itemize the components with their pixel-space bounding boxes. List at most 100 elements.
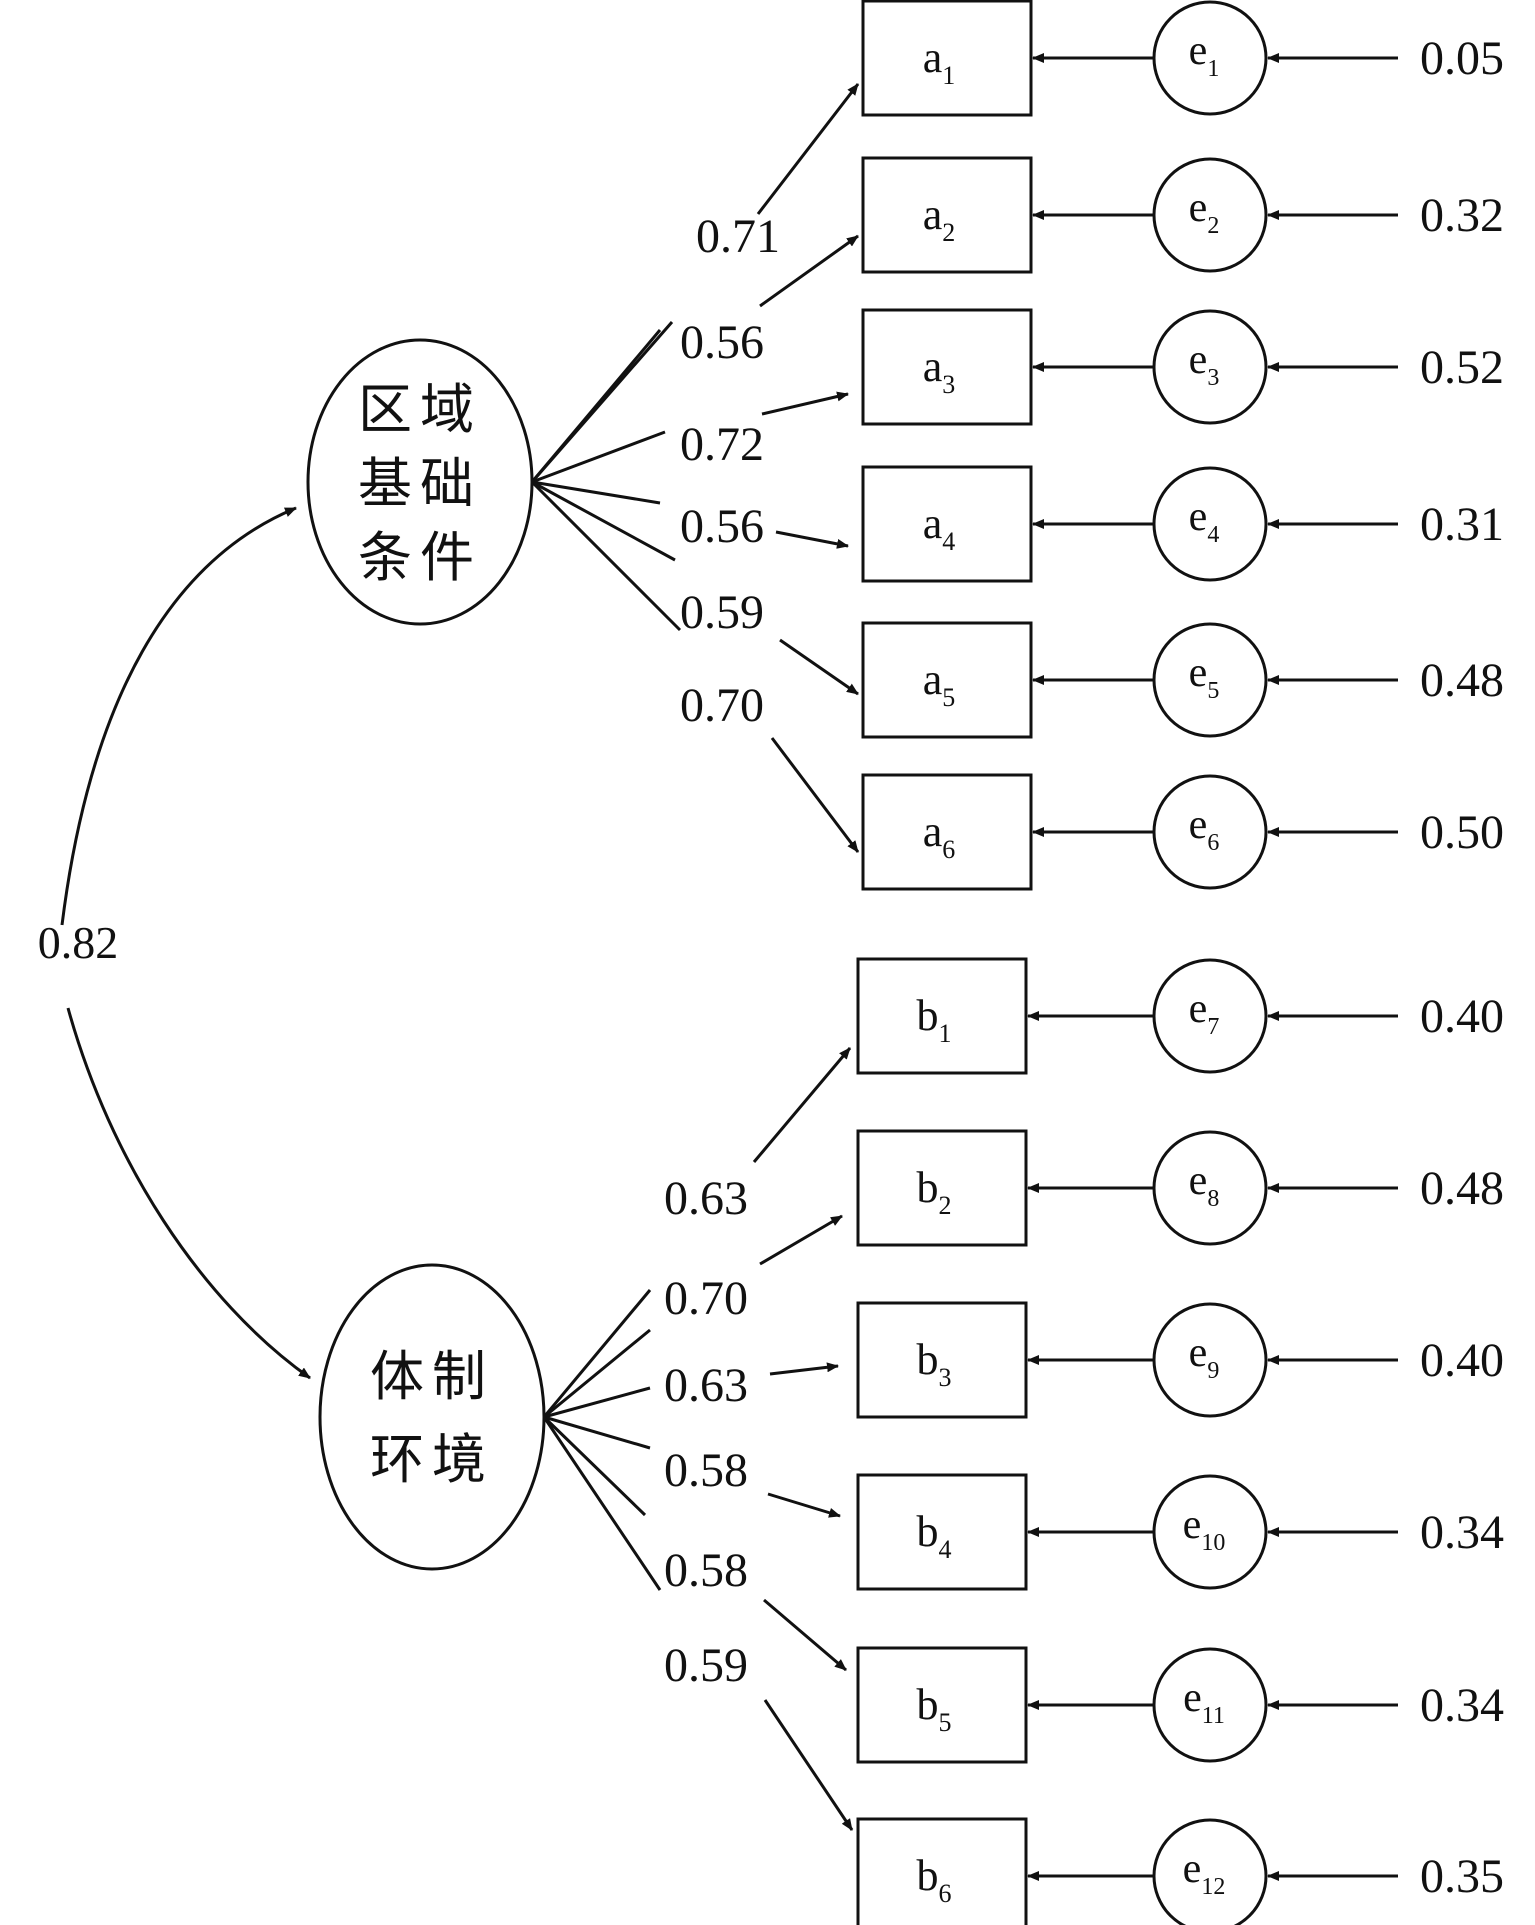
indicator-subscript: 5 <box>939 1708 952 1737</box>
latent-factor-regional <box>306 338 534 626</box>
covariance-arc-bottom <box>66 1007 311 1380</box>
error-variance-label: 0.34 <box>1420 1679 1504 1732</box>
error-letter: e <box>1183 1675 1202 1721</box>
loading-path-start <box>531 480 676 562</box>
indicator-subscript: 1 <box>939 1019 952 1048</box>
loading-path-arrow <box>763 1699 854 1831</box>
loading-path-start <box>543 1386 651 1419</box>
loading-path-start <box>530 321 674 483</box>
loading-path-arrow <box>779 638 859 696</box>
latent-factor-label-line: 基础 <box>358 452 482 515</box>
error-subscript: 6 <box>1207 830 1219 856</box>
indicator-label: b3 <box>917 1335 952 1392</box>
indicator-box <box>856 1646 1028 1764</box>
indicator-letter: b <box>917 1851 939 1900</box>
error-variance-label: 0.31 <box>1420 498 1504 551</box>
indicator-letter: a <box>923 33 943 82</box>
error-letter: e <box>1189 802 1208 848</box>
loading-label: 0.72 <box>680 418 764 471</box>
error-label: e7 <box>1189 986 1220 1040</box>
loading-path-start <box>542 1289 652 1418</box>
loading-path-start <box>530 480 682 632</box>
loading-label: 0.63 <box>664 1359 748 1412</box>
indicator-label: a5 <box>923 655 956 712</box>
error-label: e6 <box>1189 802 1220 856</box>
error-variance-label: 0.35 <box>1420 1850 1504 1903</box>
indicator-box <box>861 0 1033 117</box>
loading-path-arrow <box>759 234 859 308</box>
indicator-letter: a <box>923 655 943 704</box>
indicator-box <box>861 465 1033 583</box>
loading-path-start <box>542 1415 647 1517</box>
loading-label: 0.58 <box>664 1444 748 1497</box>
indicator-letter: b <box>917 1680 939 1729</box>
error-label: e12 <box>1183 1846 1226 1900</box>
indicator-box <box>856 1301 1028 1419</box>
indicator-label: a3 <box>923 342 956 399</box>
path-labels: 0.710.560.720.560.590.700.630.700.630.58… <box>664 210 780 1692</box>
loading-path-start <box>543 1328 651 1419</box>
loading-label: 0.63 <box>664 1172 748 1225</box>
error-label: e3 <box>1189 337 1220 391</box>
indicator-subscript: 3 <box>939 1363 952 1392</box>
indicator-box <box>861 308 1033 426</box>
latent-factor-label-line: 环境 <box>370 1428 494 1491</box>
loading-path-start <box>531 480 661 505</box>
loading-path-start <box>543 1415 651 1450</box>
indicator-subscript: 4 <box>942 527 955 556</box>
error-circle <box>1152 1818 1268 1925</box>
loading-path-arrow <box>761 391 849 416</box>
error-subscript: 12 <box>1201 1874 1225 1900</box>
error-subscript: 11 <box>1202 1703 1225 1729</box>
loading-label: 0.70 <box>680 679 764 732</box>
loading-path-start <box>542 1416 662 1591</box>
error-letter: e <box>1189 650 1208 696</box>
loading-label: 0.56 <box>680 316 764 369</box>
loading-path-arrow <box>759 1214 843 1266</box>
latent-factor-label-line: 条件 <box>358 526 482 589</box>
error-letter: e <box>1183 1502 1202 1548</box>
indicator-subscript: 1 <box>942 61 955 90</box>
error-variance-label: 0.50 <box>1420 806 1504 859</box>
loading-path-arrow <box>752 1047 852 1163</box>
error-variance-label: 0.32 <box>1420 189 1504 242</box>
error-letter: e <box>1189 28 1208 74</box>
error-subscript: 5 <box>1207 678 1219 704</box>
error-letter: e <box>1183 1846 1202 1892</box>
covariance-arc-top <box>60 506 297 926</box>
loading-label: 0.59 <box>664 1639 748 1692</box>
indicator-subscript: 6 <box>942 835 955 864</box>
error-variance-label: 0.05 <box>1420 32 1504 85</box>
error-variance-label: 0.34 <box>1420 1506 1504 1559</box>
loading-path-arrow <box>756 83 860 215</box>
indicator-subscript: 5 <box>942 683 955 712</box>
error-label: e9 <box>1189 1330 1220 1384</box>
error-subscript: 3 <box>1207 365 1219 391</box>
indicator-label: b5 <box>917 1680 952 1737</box>
indicator-subscript: 2 <box>942 218 955 247</box>
indicator-letter: a <box>923 342 943 391</box>
error-letter: e <box>1189 1330 1208 1376</box>
loading-paths <box>530 83 860 1831</box>
indicator-letter: b <box>917 1163 939 1212</box>
indicator-box <box>856 1129 1028 1247</box>
indicator-label: b6 <box>917 1851 952 1908</box>
error-variance-label: 0.48 <box>1420 1162 1504 1215</box>
indicator-label: a6 <box>923 807 956 864</box>
error-subscript: 7 <box>1207 1014 1219 1040</box>
error-variance-label: 0.40 <box>1420 1334 1504 1387</box>
error-label: e11 <box>1183 1675 1225 1729</box>
indicator-label: a4 <box>923 499 956 556</box>
loading-label: 0.58 <box>664 1544 748 1597</box>
error-variance-label: 0.52 <box>1420 341 1504 394</box>
indicator-subscript: 4 <box>939 1535 952 1564</box>
loading-label: 0.56 <box>680 500 764 553</box>
error-subscript: 1 <box>1207 56 1219 82</box>
loading-path-arrow <box>770 737 860 853</box>
error-letter: e <box>1189 494 1208 540</box>
error-variance-label: 0.48 <box>1420 654 1504 707</box>
indicator-label: b1 <box>917 991 952 1048</box>
indicator-box <box>856 1473 1028 1591</box>
